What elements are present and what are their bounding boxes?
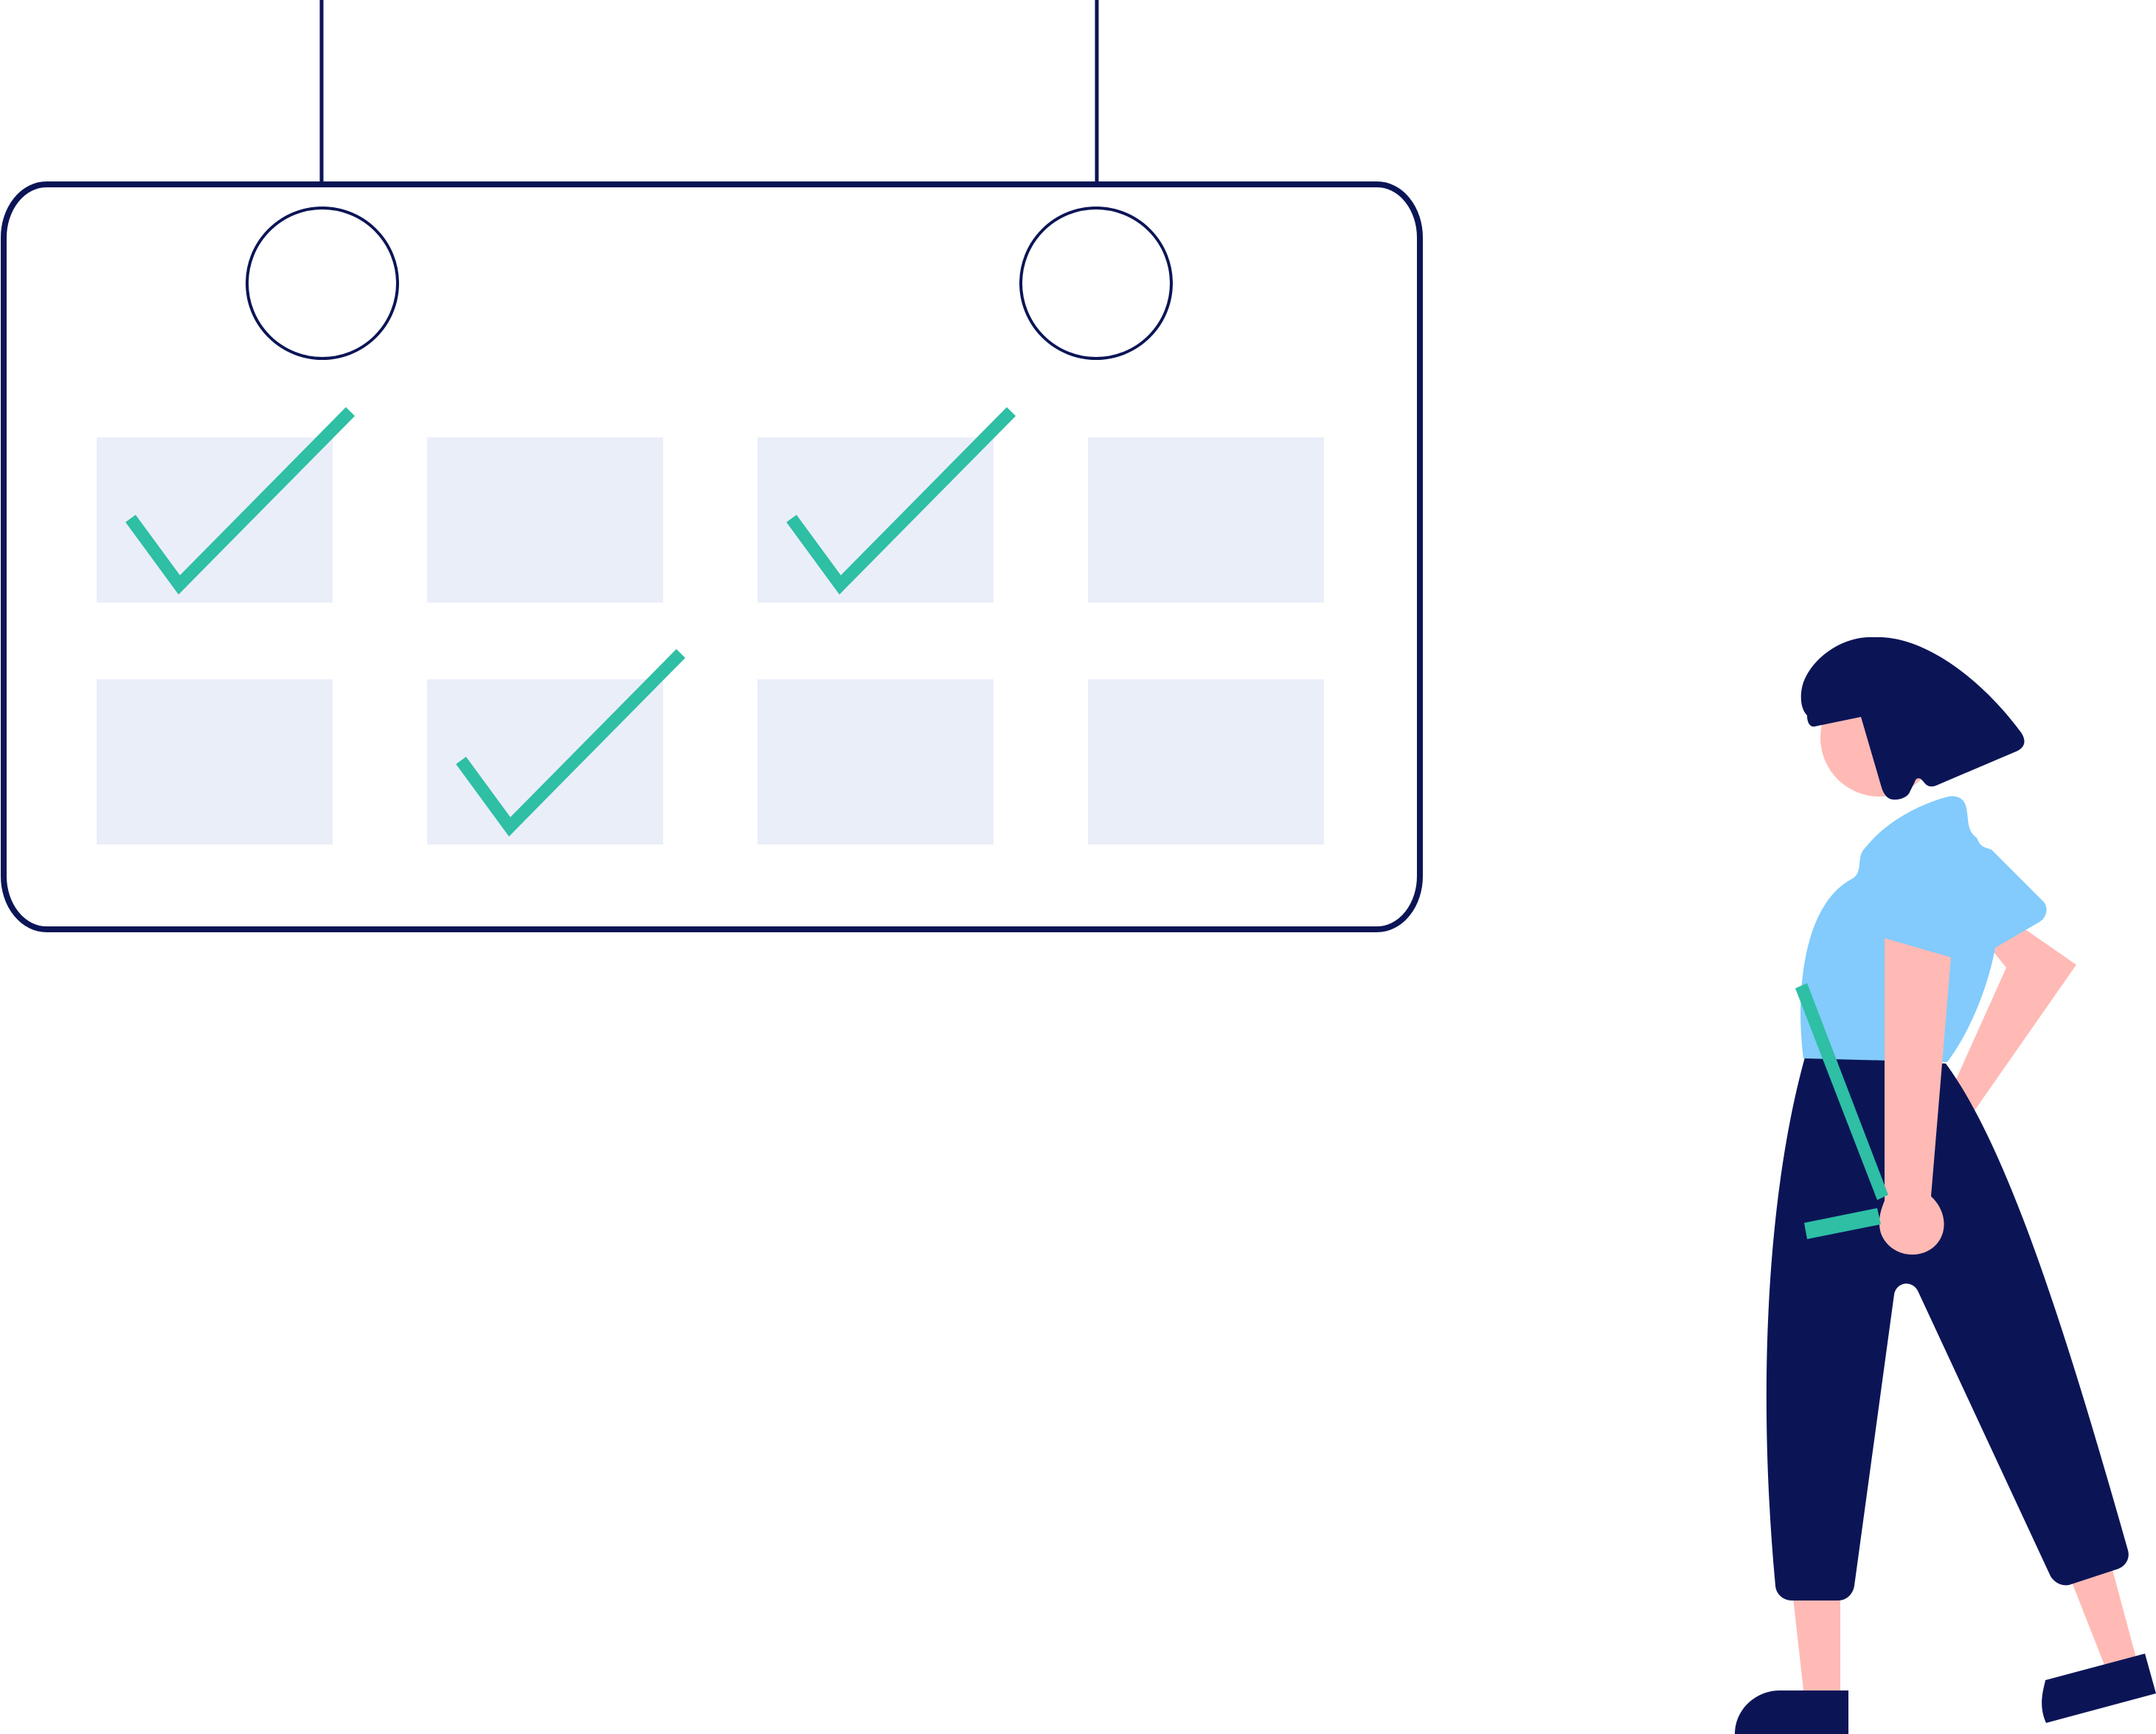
person-figure <box>1735 637 2156 1734</box>
person-back-arm <box>1947 909 2076 1128</box>
checkmark-layer <box>125 407 1016 837</box>
calendar-board <box>1 181 1423 932</box>
person-pants <box>1766 1055 2129 1601</box>
person-left-shoe <box>1735 1690 1848 1734</box>
calendar-slot-r1c2 <box>427 437 663 603</box>
calendar-slot-r2c4 <box>1088 679 1324 845</box>
person-shirt <box>1800 796 2047 1062</box>
person-right-shoe <box>2042 1654 2156 1723</box>
checkmark-icon <box>125 407 356 595</box>
person-left-ankle <box>1791 1578 1840 1696</box>
calendar-slot-grid <box>97 437 1324 845</box>
binder-ring-icon <box>1019 207 1173 360</box>
calendar-slot-r2c1 <box>97 679 333 845</box>
bag-strap <box>1795 983 1888 1239</box>
binder-ring-icon <box>246 207 399 360</box>
person-front-arm <box>1879 938 1951 1255</box>
checkmark-icon <box>786 407 1016 595</box>
calendar-slot-r1c4 <box>1088 437 1324 603</box>
calendar-slot-r2c3 <box>758 679 994 845</box>
checkmark-icon <box>456 649 686 837</box>
person-hair <box>1800 637 2025 800</box>
